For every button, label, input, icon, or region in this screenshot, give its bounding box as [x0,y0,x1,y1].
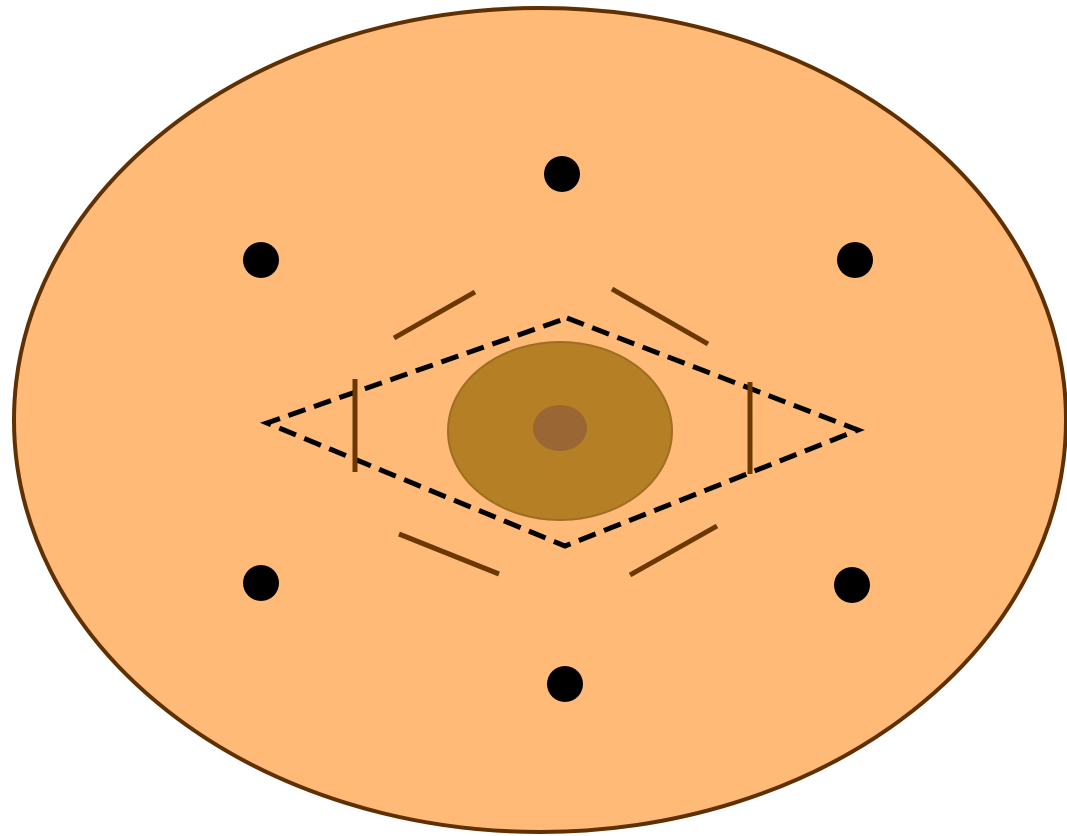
dot-lower-right [834,567,870,603]
dot-upper-right [837,242,873,278]
dot-top [544,156,580,192]
inner-core [533,405,587,451]
dot-bottom [547,666,583,702]
dot-lower-left [243,565,279,601]
dot-upper-left [243,242,279,278]
